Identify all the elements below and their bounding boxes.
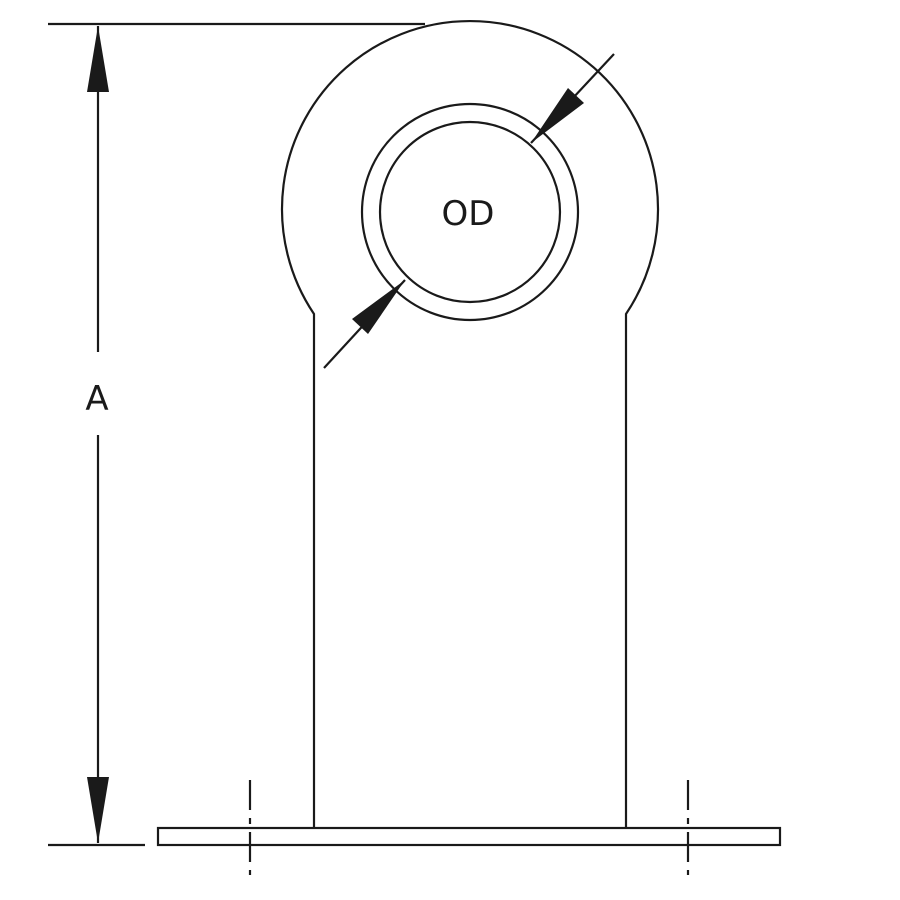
arrow-od-lower-icon	[352, 280, 405, 334]
arrow-down-icon	[87, 777, 109, 843]
dimension-a-label: A	[85, 379, 108, 419]
arrow-up-icon	[87, 26, 109, 92]
arrow-od-upper-icon	[531, 88, 584, 143]
pad-eye-outline	[280, 19, 660, 828]
dimension-od: OD	[323, 53, 615, 369]
eye-outer-ring	[360, 102, 580, 322]
dimension-a: A	[48, 22, 425, 847]
eye-inner-ring	[378, 120, 562, 304]
od-label: OD	[442, 194, 495, 234]
base-plate	[156, 826, 782, 847]
